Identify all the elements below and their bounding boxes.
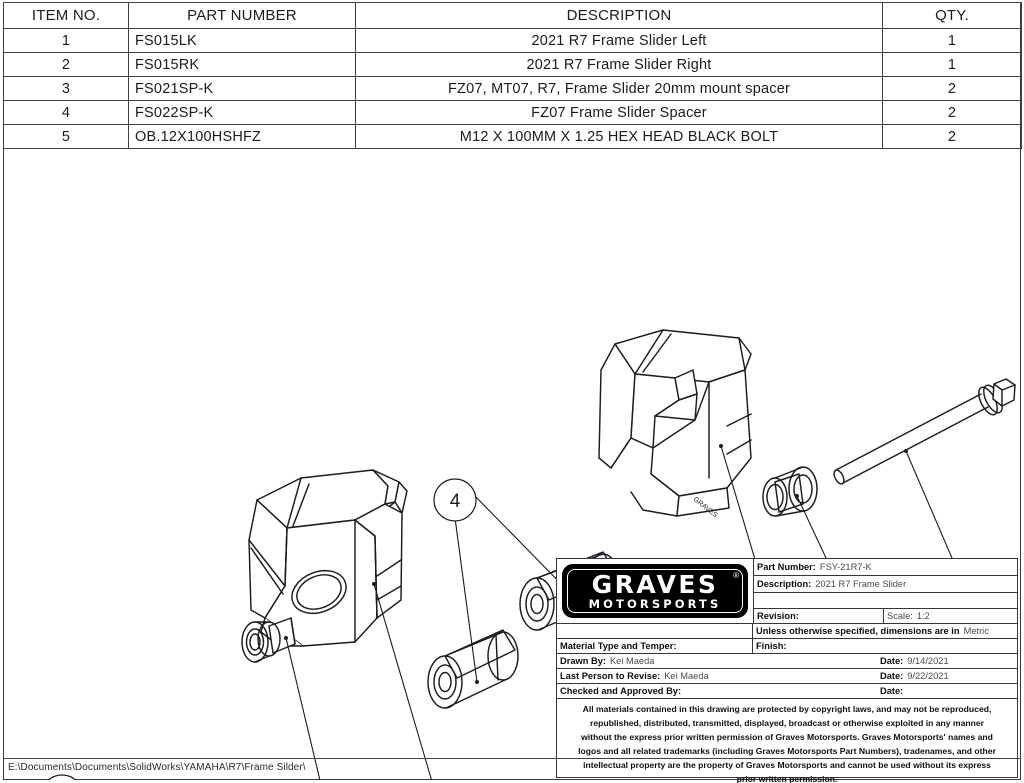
- description-value: 2021 R7 Frame Slider: [815, 579, 907, 589]
- legal-line: All materials contained in this drawing …: [582, 704, 992, 714]
- revised-date-value: 9/22/2021: [907, 671, 949, 681]
- revision-scale-row: Revision: Scale: 1:2: [754, 608, 1017, 623]
- column-header-qty: QTY.: [882, 2, 1022, 29]
- approved-by-row: Checked and Approved By: Date:: [557, 684, 1017, 699]
- cell-qty: 2: [882, 76, 1022, 101]
- part-1-frame-slider-left: [248, 469, 408, 647]
- bill-of-materials-table: ITEM NO. PART NUMBER DESCRIPTION QTY. 1 …: [3, 2, 1022, 149]
- description-label: Description:: [757, 579, 812, 589]
- cell-qty: 2: [882, 124, 1022, 149]
- part-5-bolt-upper: [833, 378, 1016, 485]
- cell-item-no: 2: [3, 52, 129, 77]
- part-3-spacer-right: [762, 466, 818, 517]
- units-row: Unless otherwise specified, dimensions a…: [557, 624, 1017, 639]
- units-field: Unless otherwise specified, dimensions a…: [753, 624, 1017, 638]
- drawn-by-value: Kei Maeda: [609, 656, 655, 666]
- cell-description: FZ07, MT07, R7, Frame Slider 20mm mount …: [355, 76, 883, 101]
- copyright-notice: All materials contained in this drawing …: [557, 699, 1017, 783]
- file-path-label: E:\Documents\Documents\SolidWorks\YAMAHA…: [8, 762, 306, 773]
- description-row: Description: 2021 R7 Frame Slider: [754, 576, 1017, 593]
- scale-value: 1:2: [916, 611, 930, 621]
- part-4-spacer-lower: [427, 629, 519, 709]
- footer-divider: [3, 758, 1021, 759]
- part-number-value: FSY-21R7-K: [819, 562, 872, 572]
- cell-part-number: FS015RK: [128, 52, 356, 77]
- approved-by-label: Checked and Approved By:: [560, 686, 682, 696]
- scale-label: Scale:: [887, 611, 913, 621]
- approved-date-field: Date:: [877, 684, 1017, 698]
- column-header-description: DESCRIPTION: [355, 2, 883, 29]
- column-header-part-number: PART NUMBER: [128, 2, 356, 29]
- cell-description: FZ07 Frame Slider Spacer: [355, 100, 883, 125]
- table-row: 1 FS015LK 2021 R7 Frame Slider Left 1: [3, 28, 1022, 53]
- drawn-date-label: Date:: [880, 656, 904, 666]
- approved-date-label: Date:: [880, 686, 904, 696]
- revised-by-value: Kei Maeda: [664, 671, 709, 681]
- cell-description: 2021 R7 Frame Slider Right: [355, 52, 883, 77]
- finish-label: Finish:: [756, 641, 787, 651]
- legal-line: prior written permission.: [736, 773, 838, 783]
- table-row: 3 FS021SP-K FZ07, MT07, R7, Frame Slider…: [3, 76, 1022, 101]
- logo-sub-text: MOTORSPORTS: [588, 596, 722, 611]
- part-info-blank: [754, 593, 1017, 608]
- table-row: 4 FS022SP-K FZ07 Frame Slider Spacer 2: [3, 100, 1022, 125]
- material-finish-row: Material Type and Temper: Finish:: [557, 639, 1017, 654]
- cell-qty: 1: [882, 28, 1022, 53]
- cell-part-number: FS015LK: [128, 28, 356, 53]
- revised-by-label: Last Person to Revise:: [560, 671, 661, 681]
- legal-line: logos and all related trademarks (includ…: [578, 745, 996, 756]
- title-block-top: ® GRAVES MOTORSPORTS Part Number: FSY-21…: [557, 559, 1017, 624]
- registered-trademark-icon: ®: [733, 571, 739, 580]
- drawn-by-label: Drawn By:: [560, 656, 606, 666]
- cell-qty: 2: [882, 100, 1022, 125]
- units-label: Unless otherwise specified, dimensions a…: [756, 626, 960, 636]
- column-header-item-no: ITEM NO.: [3, 2, 129, 29]
- part-info-column: Part Number: FSY-21R7-K Description: 202…: [754, 559, 1017, 623]
- drawn-date-value: 9/14/2021: [907, 656, 949, 666]
- drawn-by-field: Drawn By: Kei Maeda: [557, 654, 877, 668]
- cell-item-no: 3: [3, 76, 129, 101]
- revised-by-field: Last Person to Revise: Kei Maeda: [557, 669, 877, 683]
- scale-field: Scale: 1:2: [884, 609, 1017, 623]
- cell-item-no: 4: [3, 100, 129, 125]
- logo-brand-text: GRAVES: [591, 569, 719, 599]
- drawn-by-row: Drawn By: Kei Maeda Date: 9/14/2021: [557, 654, 1017, 669]
- table-row: 5 OB.12X100HSHFZ M12 X 100MM X 1.25 HEX …: [3, 124, 1022, 149]
- revision-field: Revision:: [754, 609, 884, 623]
- revised-by-row: Last Person to Revise: Kei Maeda Date: 9…: [557, 669, 1017, 684]
- revised-date-field: Date: 9/22/2021: [877, 669, 1017, 683]
- material-label: Material Type and Temper:: [560, 641, 677, 651]
- finish-field: Finish:: [753, 639, 1017, 653]
- part-2-frame-slider-right: GRAVES: [598, 329, 752, 519]
- part-number-label: Part Number:: [757, 562, 816, 572]
- balloon-label: 4: [450, 491, 461, 512]
- legal-line: republished, distributed, transmitted, d…: [590, 717, 984, 728]
- cell-part-number: OB.12X100HSHFZ: [128, 124, 356, 149]
- title-block: ® GRAVES MOTORSPORTS Part Number: FSY-21…: [556, 558, 1018, 783]
- revised-date-label: Date:: [880, 671, 904, 681]
- revision-label: Revision:: [757, 611, 799, 621]
- cell-description: 2021 R7 Frame Slider Left: [355, 28, 883, 53]
- part-number-row: Part Number: FSY-21R7-K: [754, 559, 1017, 576]
- legal-line: intellectual property are the property o…: [583, 759, 991, 770]
- units-blank-left: [557, 624, 753, 638]
- cell-description: M12 X 100MM X 1.25 HEX HEAD BLACK BOLT: [355, 124, 883, 149]
- table-row: 2 FS015RK 2021 R7 Frame Slider Right 1: [3, 52, 1022, 77]
- cell-item-no: 5: [3, 124, 129, 149]
- part-3-spacer-left: [241, 617, 296, 663]
- balloon-5-lower: 5: [47, 774, 77, 780]
- cell-part-number: FS021SP-K: [128, 76, 356, 101]
- drawn-date-field: Date: 9/14/2021: [877, 654, 1017, 668]
- material-field: Material Type and Temper:: [557, 639, 753, 653]
- balloon-4: 4: [433, 478, 477, 522]
- approved-by-field: Checked and Approved By:: [557, 684, 877, 698]
- cell-part-number: FS022SP-K: [128, 100, 356, 125]
- table-header-row: ITEM NO. PART NUMBER DESCRIPTION QTY.: [3, 2, 1022, 29]
- cell-qty: 1: [882, 52, 1022, 77]
- legal-line: without the express prior written permis…: [581, 731, 993, 742]
- graves-motorsports-badge: ® GRAVES MOTORSPORTS: [562, 564, 748, 618]
- units-value: Metric: [963, 626, 989, 636]
- cell-item-no: 1: [3, 28, 129, 53]
- company-logo: ® GRAVES MOTORSPORTS: [557, 559, 754, 623]
